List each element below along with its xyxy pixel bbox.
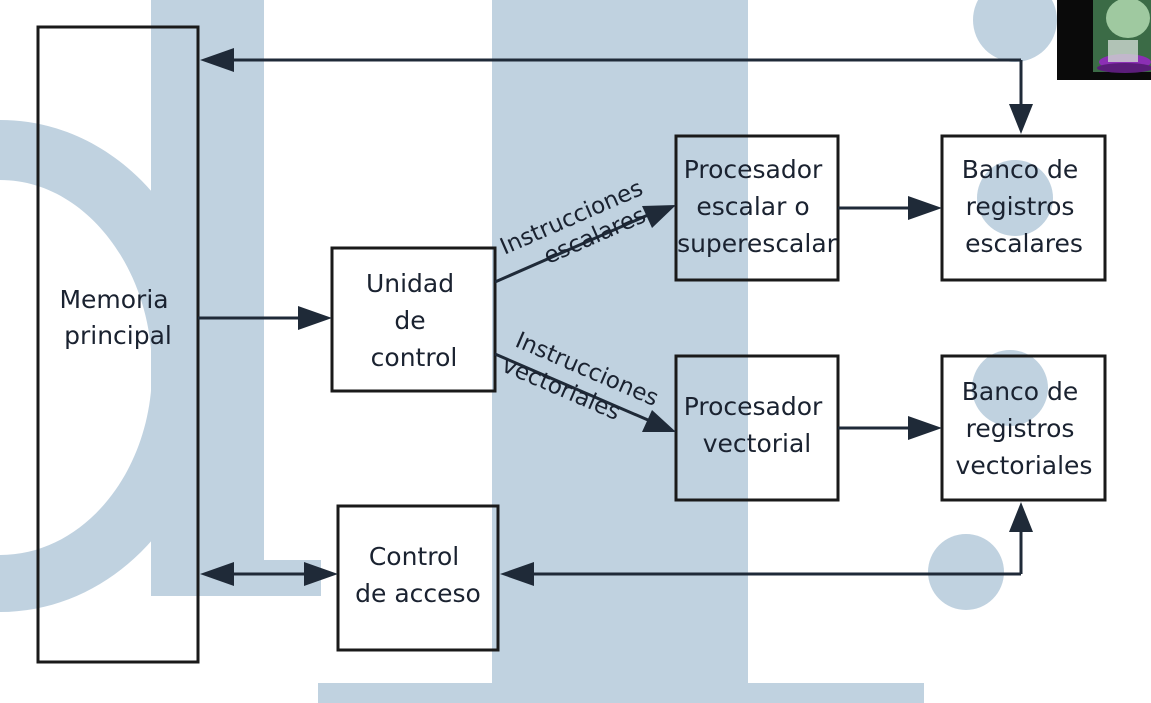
- memoria-principal-label: Memoria principal: [59, 285, 176, 350]
- control-de-acceso-label: Control de acceso: [355, 542, 481, 608]
- connectors: [198, 48, 1033, 586]
- control-de-acceso-box: [336, 504, 500, 652]
- procesador-escalar-label: Procesador escalar o superescalar: [677, 155, 838, 258]
- watermark-bar-bottom: [318, 683, 924, 703]
- procesador-vectorial-label: Procesador vectorial: [684, 392, 831, 458]
- watermark-arc: [0, 120, 215, 612]
- memoria-principal-box: [36, 25, 200, 664]
- watermark-foot: [151, 560, 321, 596]
- watermark-dot-3: [972, 350, 1048, 426]
- watermark-bar-center: [492, 0, 748, 703]
- cartoon-thumbnail-icon: [1057, 0, 1151, 80]
- banco-registros-escalares-label: Banco de registros escalares: [962, 155, 1087, 258]
- unidad-de-control-label: Unidad de control: [366, 269, 462, 372]
- watermark-dot-2: [977, 160, 1053, 236]
- watermark-background: [0, 0, 1057, 703]
- unidad-de-control-box: [330, 246, 497, 393]
- banco-registros-vectoriales-label: Banco de registros vectoriales: [956, 377, 1093, 480]
- watermark-dot-1: [973, 0, 1057, 62]
- watermark-dot-4: [928, 534, 1004, 610]
